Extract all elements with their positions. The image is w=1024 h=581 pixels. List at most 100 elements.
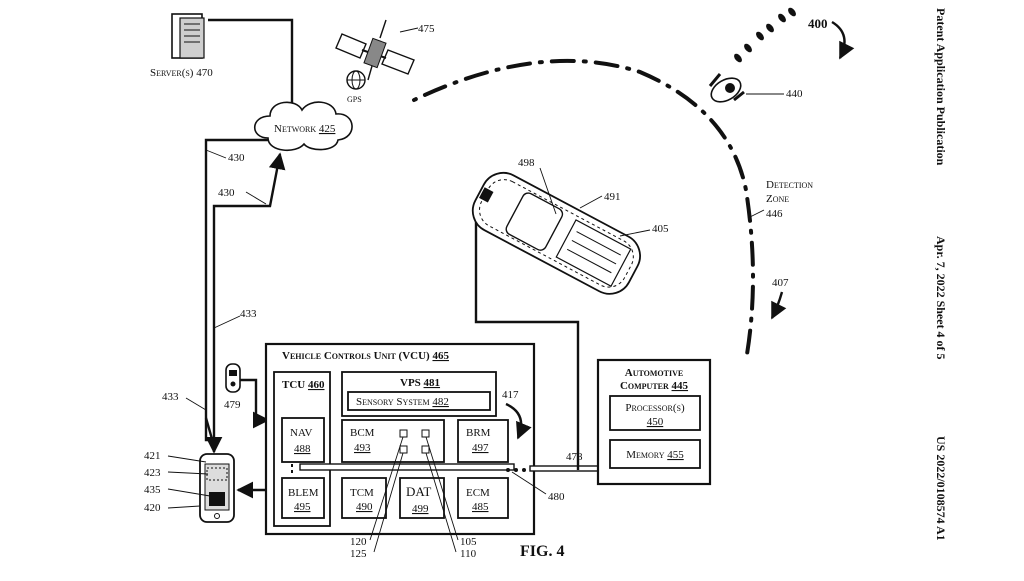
ref-433b: 433 — [162, 391, 179, 403]
bcm-label: BCM — [350, 427, 375, 439]
ref-433a: 433 — [240, 308, 257, 320]
leader-433a — [213, 315, 241, 329]
leader-421 — [167, 455, 207, 463]
network-cloud — [253, 101, 353, 151]
ref-407: 407 — [772, 277, 789, 289]
nav-ref: 488 — [294, 443, 311, 455]
network-link-430a — [204, 138, 268, 422]
leader-480 — [511, 471, 547, 495]
server-network-link — [208, 18, 294, 112]
ecm-ref: 485 — [472, 501, 489, 513]
network-label: Network 425 — [274, 123, 336, 135]
dat-module — [399, 477, 445, 519]
leader-430b — [245, 191, 267, 205]
vehicle-bus — [299, 463, 515, 471]
ref-479: 479 — [224, 399, 241, 411]
nav-label: NAV — [290, 427, 312, 439]
vcu-title: Vehicle Controls Unit (VCU) 465 — [282, 350, 449, 362]
bcm-ref: 493 — [354, 442, 371, 454]
arrow-417 — [505, 402, 532, 440]
chip-d — [421, 445, 430, 454]
ref-420: 420 — [144, 502, 161, 514]
detection-zone-ref: 446 — [766, 208, 783, 220]
ref-491: 491 — [604, 191, 621, 203]
detection-zone-arc — [412, 58, 755, 362]
key-fob-icon — [225, 363, 241, 393]
sensory-system-box — [347, 391, 491, 411]
blem-label: BLEM — [288, 487, 319, 499]
ref-440: 440 — [786, 88, 803, 100]
mobile-phone-icon — [199, 453, 235, 523]
ref-498: 498 — [518, 157, 535, 169]
server-label: Server(s) 470 — [150, 67, 213, 79]
ref-105: 105 — [460, 536, 477, 548]
ref-421: 421 — [144, 450, 161, 462]
leader-430a — [205, 149, 227, 159]
tcm-label: TCM — [350, 487, 374, 499]
tcu-title: TCU 460 — [282, 379, 325, 391]
ref-430a: 430 — [228, 152, 245, 164]
user-icon — [708, 73, 745, 103]
leader-110 — [425, 452, 457, 553]
car-sensor-link — [474, 206, 580, 470]
phone-link-arrow — [204, 417, 223, 454]
ecm-module — [457, 477, 509, 519]
memory-box — [609, 439, 701, 469]
satellite-ref: 475 — [418, 23, 435, 35]
sidebar-date-sheet: Apr. 7, 2022 Sheet 4 of 5 — [934, 236, 948, 360]
ref-417: 417 — [502, 389, 519, 401]
arrow-400 — [831, 20, 855, 60]
footsteps-icon — [734, 7, 796, 63]
leader-423 — [167, 471, 209, 475]
leader-435 — [167, 488, 211, 497]
patent-sidebar: Patent Application Publication Apr. 7, 2… — [934, 8, 948, 541]
leader-120 — [369, 436, 404, 541]
vehicle-icon — [471, 171, 641, 295]
dat-ref: 499 — [412, 503, 429, 515]
nav-module — [281, 417, 325, 463]
automotive-computer-line1: Automotive — [625, 367, 683, 379]
vps-title: VPS 481 — [400, 377, 440, 389]
sidebar-number: US 2022/0108574 A1 — [934, 436, 948, 541]
ref-423: 423 — [144, 467, 161, 479]
tcm-ref: 490 — [356, 501, 373, 513]
arrow-407 — [770, 291, 787, 320]
figure-caption: FIG. 4 — [520, 543, 564, 560]
automotive-computer-title: Computer 445 — [620, 380, 689, 392]
chip-c — [399, 445, 408, 454]
gps-label: GPS — [347, 95, 362, 104]
dat-label: DAT — [406, 484, 431, 499]
brm-ref: 497 — [472, 442, 489, 454]
brm-module — [457, 419, 509, 463]
leader-125 — [373, 452, 404, 553]
chip-a — [399, 429, 408, 438]
leader-405 — [619, 229, 651, 237]
ref-480: 480 — [548, 491, 565, 503]
ref-125: 125 — [350, 548, 367, 560]
server-icon — [171, 13, 205, 59]
processor-box — [609, 395, 701, 431]
satellite-leader — [399, 27, 419, 33]
processor-ref: 450 — [647, 416, 664, 428]
leader-498 — [539, 167, 557, 215]
ecm-label: ECM — [466, 487, 490, 499]
tcm-module — [341, 477, 387, 519]
ref-110: 110 — [460, 548, 477, 560]
leader-433b — [185, 397, 207, 411]
network-link-430b — [212, 152, 286, 440]
leader-446 — [747, 209, 765, 219]
blem-ref: 495 — [294, 501, 311, 513]
ref-478: 478 — [566, 451, 583, 463]
sidebar-publication: Patent Application Publication — [934, 8, 948, 166]
leader-491 — [579, 195, 603, 209]
processor-label: Processor(s) — [625, 402, 685, 414]
sensory-system-label: Sensory System 482 — [356, 396, 449, 408]
memory-label: Memory 455 — [626, 449, 684, 461]
leader-420 — [167, 505, 201, 509]
ref-430b: 430 — [218, 187, 235, 199]
ref-435: 435 — [144, 484, 161, 496]
chip-b — [421, 429, 430, 438]
detection-zone-line2: Zone — [766, 193, 789, 205]
